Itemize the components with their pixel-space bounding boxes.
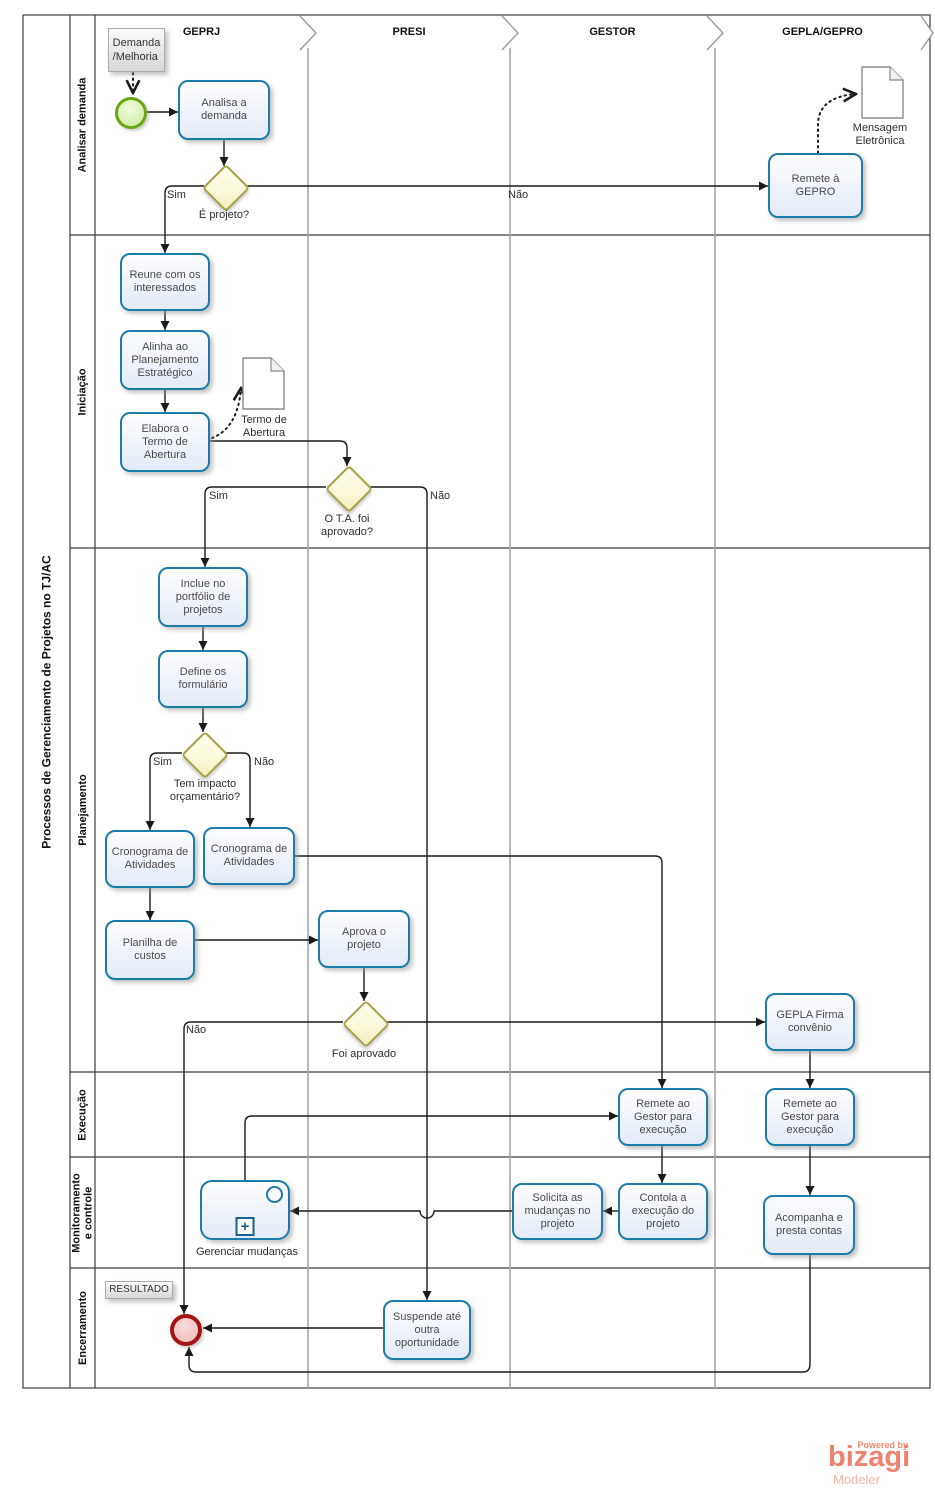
gateway-foi-aprovado-label: Foi aprovado <box>331 1048 397 1060</box>
milestone-presi[interactable]: PRESI <box>392 26 426 38</box>
flow-ota-nao <box>368 486 432 1300</box>
gateway-ota-label: O T.A. foi aprovado? <box>321 513 373 538</box>
associations <box>133 72 856 439</box>
task-remete-gestor-execucao-gestor[interactable]: Remete ao Gestor para execução <box>618 1088 708 1146</box>
lane-title: Execução <box>76 1088 89 1141</box>
lane-label-planejamento[interactable]: Planejamento <box>70 548 95 1072</box>
task-cronograma-2[interactable]: Cronograma de Atividades <box>203 827 295 885</box>
flow-acompanha-end <box>184 1255 811 1373</box>
lane-title: Monitoramento e controle <box>70 1172 95 1253</box>
flow-solicita-gerenciar <box>290 1206 512 1219</box>
pool-title: Processos de Gerenciamento de Projetos n… <box>39 554 54 849</box>
gateway-impacto-label: Tem impacto orçamentário? <box>169 778 241 803</box>
milestone-gestor[interactable]: GESTOR <box>589 26 636 38</box>
task-analisa-demanda[interactable]: Analisa a demanda <box>178 80 270 140</box>
task-remete-gestor-execucao-gepla[interactable]: Remete ao Gestor para execução <box>765 1088 855 1146</box>
bizagi-logo: bizagi <box>828 1441 911 1473</box>
milestone-dividers <box>307 48 716 1388</box>
task-acompanha-presta-contas[interactable]: Acompanha e presta contas <box>763 1195 855 1255</box>
sequence-flows <box>145 107 815 1373</box>
task-suspende-oportunidade[interactable]: Suspende até outra oportunidade <box>383 1300 471 1360</box>
flow-impacto-nao <box>224 752 255 827</box>
task-reune-interessados[interactable]: Reune com os interessados <box>120 253 210 311</box>
flow-label-nao-2: Não <box>430 490 451 502</box>
lane-title: Encerramento <box>76 1291 89 1365</box>
flow-label-sim-1: Sim <box>167 189 186 201</box>
flow-label-sim-2: Sim <box>209 490 228 502</box>
lane-label-encerramento[interactable]: Encerramento <box>70 1268 95 1388</box>
document-termo-icon[interactable] <box>242 357 285 410</box>
powered-by-text: Powered by <box>857 1440 908 1450</box>
start-event[interactable] <box>115 97 147 129</box>
flow-eprojeto-sim <box>160 185 204 253</box>
lane-label-iniciacao[interactable]: Iniciação <box>70 235 95 548</box>
flow-cron2-remete1 <box>295 855 667 1088</box>
milestone-chevron-icons <box>299 15 934 51</box>
document-termo-label: Termo de Abertura <box>241 414 287 439</box>
task-elabora-termo[interactable]: Elabora o Termo de Abertura <box>120 412 210 472</box>
subprocess-event-circle-icon <box>266 1186 283 1203</box>
lane-title: Planejamento <box>76 774 89 846</box>
task-contola-execucao[interactable]: Contola a execução do projeto <box>618 1183 708 1240</box>
task-alinha-planejamento[interactable]: Alinha ao Planejamento Estratégico <box>120 330 210 390</box>
task-planilha-custos[interactable]: Planilha de custos <box>105 920 195 980</box>
task-define-formulario[interactable]: Define os formulário <box>158 650 248 708</box>
subprocess-plus-icon[interactable]: + <box>235 1217 255 1236</box>
task-cronograma-1[interactable]: Cronograma de Atividades <box>105 830 195 888</box>
annotation-resultado[interactable]: RESULTADO <box>105 1281 173 1299</box>
subprocess-gerenciar-label: Gerenciar mudanças <box>195 1246 299 1258</box>
flow-foiaprovado-nao <box>179 1021 343 1314</box>
task-remete-gepro[interactable]: Remete à GEPRO <box>768 153 863 218</box>
task-gepla-firma-convenio[interactable]: GEPLA Firma convênio <box>765 993 855 1051</box>
flow-label-sim-3: Sim <box>153 756 172 768</box>
pool-label-container: Processos de Gerenciamento de Projetos n… <box>23 15 70 1388</box>
milestone-geprj[interactable]: GEPRJ <box>182 26 221 38</box>
bizagi-modeler-text: Modeler <box>833 1472 880 1487</box>
document-mensagem-label: Mensagem Eletrônica <box>852 122 908 147</box>
document-mensagem-icon[interactable] <box>861 66 904 119</box>
pool-frame <box>22 14 931 1389</box>
flow-elabora-ota <box>210 440 352 466</box>
flow-gerenciar-remete1 <box>244 1111 618 1180</box>
assoc-elabora-termo <box>211 388 241 439</box>
lane-title: Analisar demanda <box>76 77 89 173</box>
end-event[interactable] <box>170 1314 202 1346</box>
assoc-remete-mensagem <box>817 94 856 154</box>
milestone-gepla-gepro[interactable]: GEPLA/GEPRO <box>782 26 863 38</box>
lane-title: Iniciação <box>76 367 89 416</box>
flow-label-nao-1: Não <box>508 189 529 201</box>
task-inclue-portfolio[interactable]: Inclue no portfólio de projetos <box>158 567 248 627</box>
lane-label-execucao[interactable]: Execução <box>70 1072 95 1157</box>
lane-label-monitoramento[interactable]: Monitoramento e controle <box>70 1157 95 1268</box>
flow-label-nao-3: Não <box>254 756 275 768</box>
flow-impacto-sim <box>145 752 182 830</box>
subprocess-gerenciar-mudancas[interactable]: + <box>200 1180 290 1240</box>
gateway-e-projeto-label: É projeto? <box>198 209 250 221</box>
annotation-demanda-melhoria[interactable]: Demanda /Melhoria <box>108 28 165 72</box>
task-solicita-mudancas[interactable]: Solicita as mudanças no projeto <box>512 1183 603 1240</box>
lane-label-analisar-demanda[interactable]: Analisar demanda <box>70 15 95 235</box>
task-aprova-projeto[interactable]: Aprova o projeto <box>318 910 410 968</box>
flow-ota-sim <box>200 486 326 567</box>
flow-label-nao-4: Não <box>186 1024 207 1036</box>
